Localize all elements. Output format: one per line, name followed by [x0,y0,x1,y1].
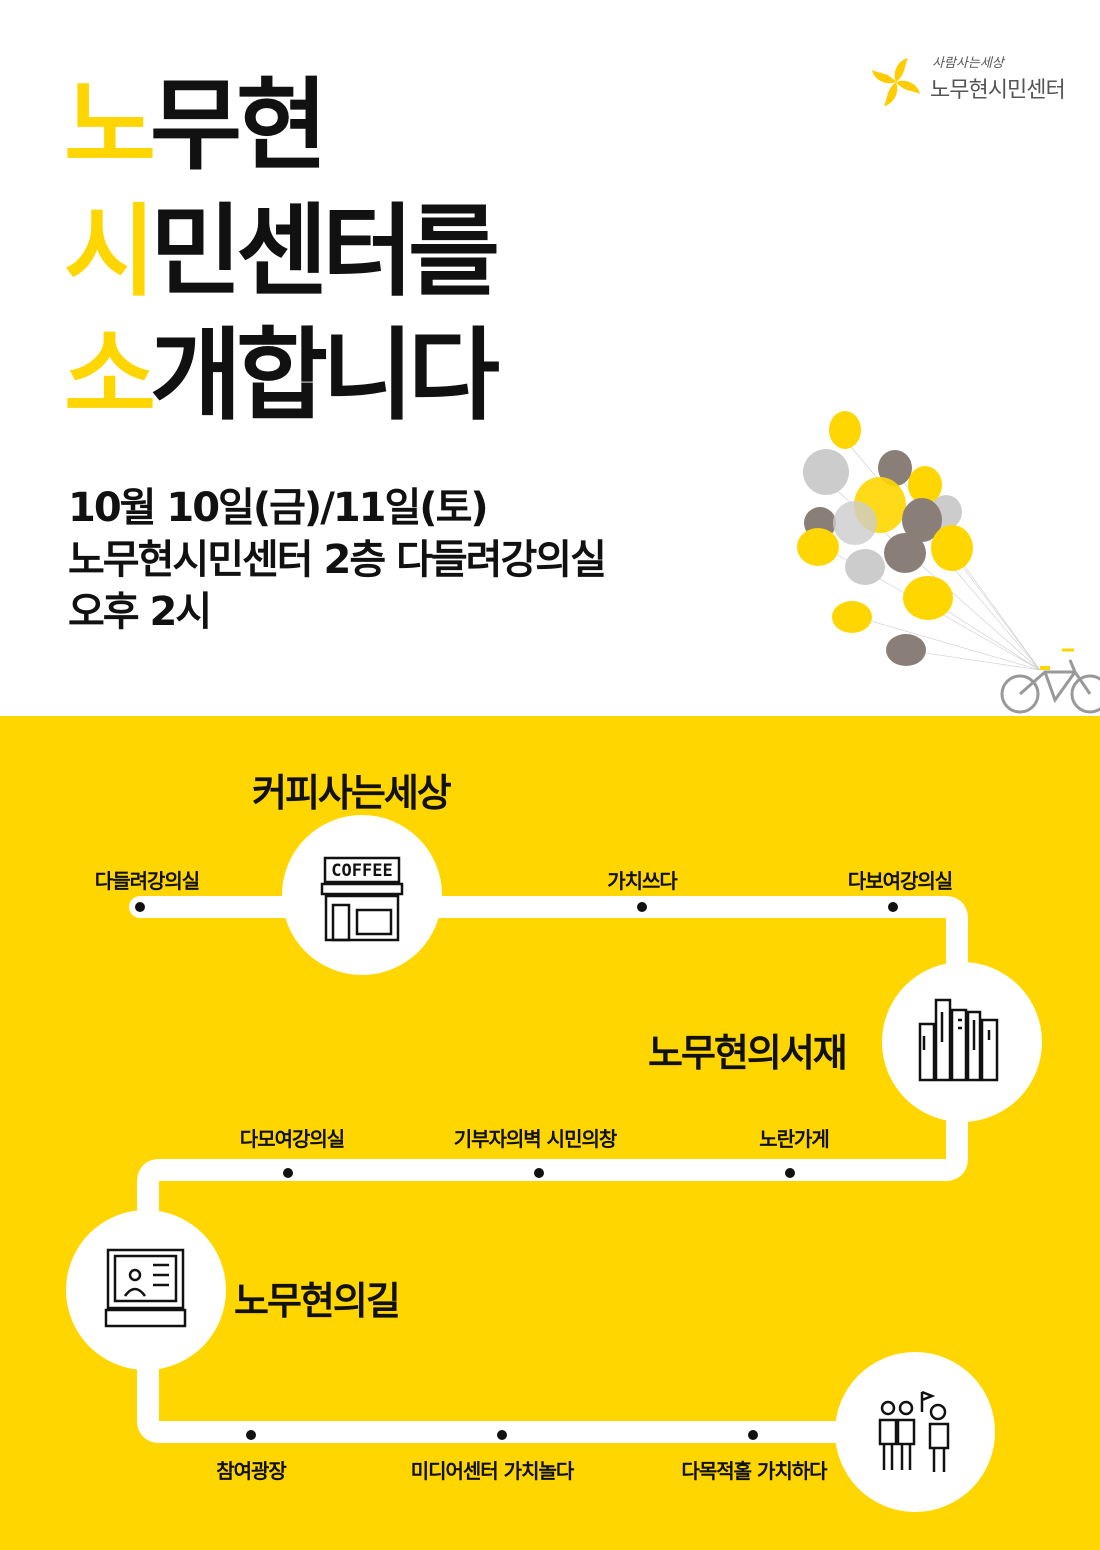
event-time: 오후 2시 [68,589,212,635]
title-line-2: 시민센터를 [64,193,500,310]
title-line-3: 소개합니다 [64,317,500,434]
coffee-shop-icon: COFFEE [320,856,404,942]
stop-dot [135,902,145,912]
stop-label: 가치쓰다 [607,869,678,893]
stop-label: 다보여강의실 [847,869,953,893]
event-info: 10월 10일(금)/11일(토) 노무현시민센터 2층 다들려강의실 오후 2… [68,482,607,638]
stop-label: 미디어센터 가치놀다 [410,1459,575,1483]
logo-name: 노무현시민센터 [930,78,1066,103]
svg-text:COFFEE: COFFEE [331,861,392,881]
section-title-library: 노무현의서재 [648,1031,848,1075]
stop-label: 참여광장 [216,1459,287,1483]
stop-dot [888,902,898,912]
stop-label: 다모여강의실 [239,1127,345,1151]
people-icon [878,1390,950,1472]
event-place: 노무현시민센터 2층 다들려강의실 [68,537,607,583]
stop-dot [637,902,647,912]
stop-dot [785,1168,795,1178]
stop-dot [534,1168,544,1178]
title-line-1: 노무현 [64,67,328,184]
stop-label: 다목적홀 가치하다 [681,1459,827,1483]
stop-dot [497,1430,507,1440]
balloons-bicycle-illustration [797,411,1100,714]
pinwheel-icon [872,58,920,106]
section-title-coffee: 커피사는세상 [252,771,452,815]
bookshelf-icon [918,998,999,1082]
stop-label: 기부자의벽 시민의창 [453,1127,618,1151]
stop-dot [748,1430,758,1440]
stop-dot [283,1168,293,1178]
logo: 사람사는세상 노무현시민센터 [868,52,1068,112]
stop-label: 노란가게 [759,1127,830,1151]
stop-dot [246,1430,256,1440]
event-date: 10월 10일(금)/11일(토) [68,485,489,531]
exhibition-board-icon [104,1248,187,1328]
logo-tagline: 사람사는세상 [932,56,1004,71]
section-title-path: 노무현의길 [234,1279,401,1323]
stop-label: 다들려강의실 [94,869,200,893]
